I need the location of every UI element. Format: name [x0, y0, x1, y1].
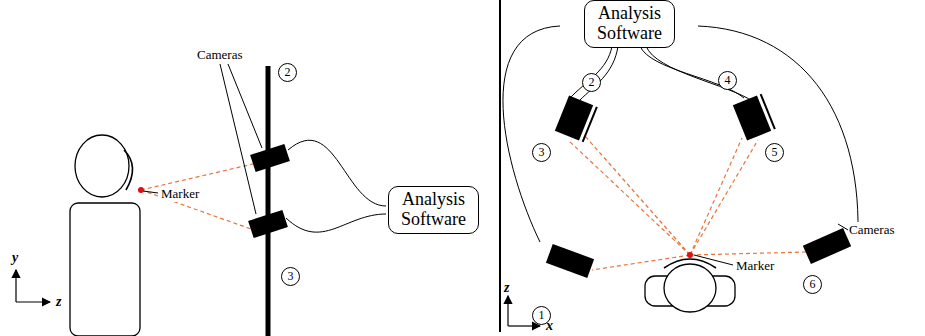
callout-text: 2: [285, 65, 291, 80]
part-label: Marker: [160, 186, 200, 202]
callout-number: 3: [281, 267, 300, 286]
leader-lines: [143, 64, 262, 214]
wires: [286, 140, 386, 232]
camera: [733, 94, 775, 140]
wires: [503, 26, 858, 242]
callout-text: 6: [810, 277, 816, 292]
camera: [555, 96, 597, 142]
callout-text: 2: [589, 75, 595, 90]
axis-label: x: [545, 318, 554, 334]
axes: [16, 270, 50, 302]
person-top: [645, 259, 735, 312]
callout-text: 5: [772, 145, 778, 160]
callout-text: 1: [539, 308, 545, 323]
callout-text: 3: [539, 145, 545, 160]
callout-number: 5: [765, 143, 784, 162]
callout-number: 4: [718, 71, 737, 90]
software-box: Analysis Software: [584, 0, 675, 48]
callout-number: 6: [803, 275, 822, 294]
divider: [499, 0, 501, 332]
box-label: Analysis Software: [597, 4, 662, 44]
camera: [546, 244, 594, 278]
marker-dot: [138, 187, 144, 193]
callout-text: 4: [725, 73, 731, 88]
part-label: Cameras: [196, 47, 243, 63]
camera: [248, 210, 288, 238]
axis-label: y: [11, 250, 19, 266]
software-box: Analysis Software: [388, 186, 479, 234]
callout-text: 3: [288, 269, 294, 284]
callout-number: 2: [582, 73, 601, 92]
box-label: Analysis Software: [401, 190, 466, 230]
callout-number: 3: [532, 143, 551, 162]
part-label: Marker: [735, 258, 775, 274]
camera: [803, 228, 851, 264]
axis-label: z: [503, 280, 510, 296]
person-side: [70, 135, 140, 336]
marker-dot: [687, 252, 693, 258]
part-label: Cameras: [848, 222, 895, 238]
axis-label: z: [55, 294, 62, 310]
sight-lines: [568, 136, 806, 270]
sight-lines: [141, 164, 253, 229]
callout-number: 2: [278, 63, 297, 82]
camera-pole: [266, 66, 271, 336]
camera: [250, 144, 290, 172]
